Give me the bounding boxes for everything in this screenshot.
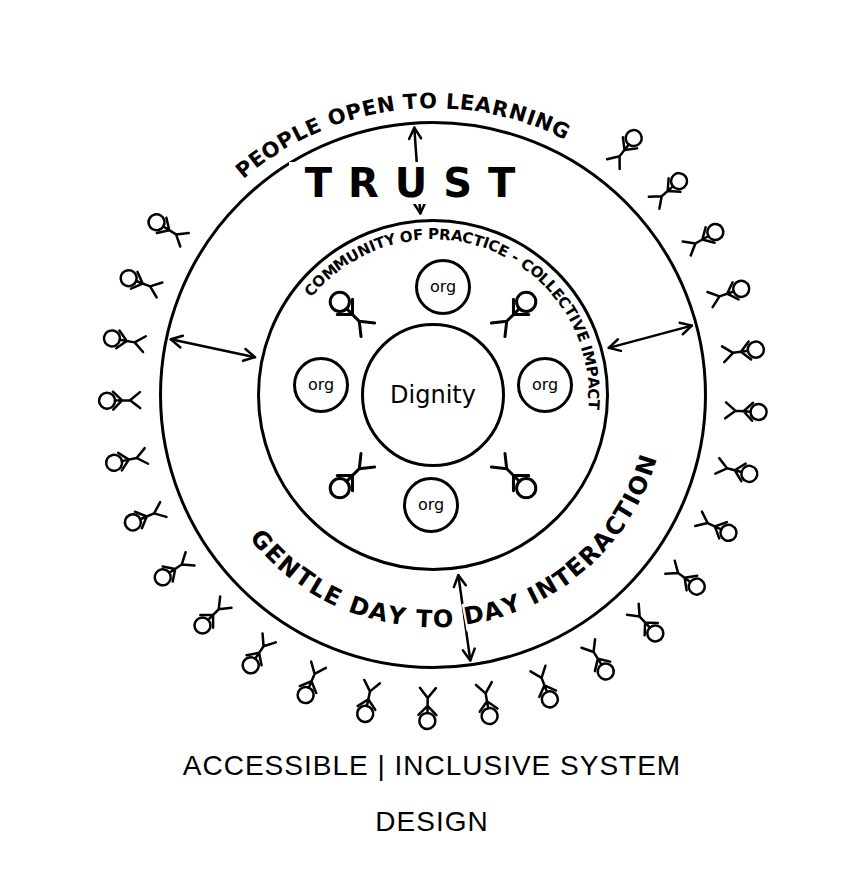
arc-letter: T xyxy=(584,399,602,410)
stick-figure xyxy=(325,453,375,503)
stick-figure xyxy=(325,287,375,337)
arc-label: GENTLE DAY TO DAY INTERACTION xyxy=(0,0,864,730)
arc-letter: O xyxy=(433,605,455,634)
arc-letter: N xyxy=(375,92,396,119)
arc-letter xyxy=(405,605,416,633)
stick-figure xyxy=(722,340,765,364)
circle-line xyxy=(519,359,572,412)
arc-letter: P xyxy=(582,365,601,378)
stick-figure xyxy=(648,169,691,209)
stick-figure xyxy=(190,596,232,638)
stick-figure xyxy=(725,401,767,421)
stick-figure xyxy=(715,457,759,484)
stick-figure xyxy=(99,391,140,410)
stick-figure xyxy=(418,688,437,729)
double-arrow xyxy=(609,326,692,348)
circle-label: org xyxy=(430,277,456,296)
circle-label: org xyxy=(532,375,558,394)
circle-node: org xyxy=(293,357,349,413)
arc-letter xyxy=(394,91,404,116)
circle-line xyxy=(161,123,706,668)
caption: ACCESSIBLE | INCLUSIVE SYSTEM DESIGN xyxy=(122,738,742,850)
circle-line xyxy=(405,479,458,532)
stick-figure xyxy=(475,682,500,726)
circle-label: Dignity xyxy=(390,381,476,410)
stick-figure xyxy=(122,501,167,534)
circle-label: org xyxy=(418,495,444,514)
circle-node: org xyxy=(415,259,471,315)
arc-letter: C xyxy=(584,388,601,399)
stick-figure xyxy=(151,551,195,589)
stick-figure xyxy=(581,639,618,683)
circle-node: org xyxy=(517,357,573,413)
ring-label: TRUST xyxy=(289,162,532,204)
community-circle: COMMUNITY OF PRACTICE - COLLECTIVE IMPAC… xyxy=(257,219,609,571)
arc-letter xyxy=(423,226,429,243)
arc-letter: P xyxy=(428,226,439,243)
circle-line xyxy=(295,359,348,412)
arc-letter: L xyxy=(445,89,460,114)
arc-letter: O xyxy=(399,228,414,247)
outer-ring: PEOPLE OPEN TO LEARNINGTRUSTGENTLE DAY T… xyxy=(0,0,864,730)
stick-figure xyxy=(239,633,277,677)
stick-figure xyxy=(626,603,667,645)
arc-letter: T xyxy=(403,89,419,114)
circle-node: Dignity xyxy=(361,323,505,467)
stick-figure xyxy=(682,220,727,256)
stick-figure xyxy=(606,126,645,169)
stick-figure xyxy=(103,328,147,353)
circle-line xyxy=(259,221,608,570)
circle-node: org xyxy=(403,477,459,533)
stick-figure xyxy=(665,560,709,599)
arc-letter: R xyxy=(439,226,452,244)
stick-figure xyxy=(294,661,327,706)
arc-letter: F xyxy=(412,227,424,245)
stick-figure xyxy=(530,665,561,710)
stick-figure xyxy=(707,278,752,308)
stick-figure xyxy=(695,511,740,545)
double-arrow xyxy=(171,339,255,357)
arc-letter: O xyxy=(419,89,437,113)
arc-letter xyxy=(437,89,445,113)
arc-letter: E xyxy=(459,90,476,116)
stick-figure xyxy=(145,210,189,247)
stick-figure xyxy=(355,680,381,724)
stick-figure xyxy=(491,287,541,337)
stick-figure xyxy=(118,267,163,298)
circle-line xyxy=(363,325,504,466)
circle-line xyxy=(417,261,470,314)
arc-letter: T xyxy=(415,606,432,634)
circle-label: org xyxy=(308,375,334,394)
arc-letter: A xyxy=(583,376,601,389)
stick-figure xyxy=(104,447,148,473)
stick-figure xyxy=(491,453,541,503)
